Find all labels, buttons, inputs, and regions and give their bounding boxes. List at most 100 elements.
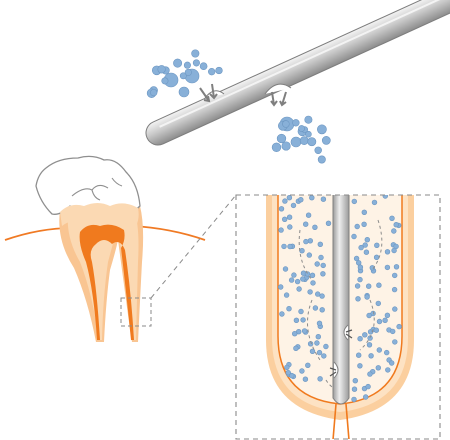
irrigant-particle	[362, 210, 367, 215]
zoom-line-top	[151, 195, 236, 298]
irrigant-particle	[278, 285, 283, 290]
irrigant-particle	[299, 309, 304, 314]
irrigant-particle	[287, 195, 292, 200]
irrigant-particle	[391, 229, 396, 234]
irrigant-particle	[374, 243, 379, 248]
irrigant-particle	[394, 264, 399, 269]
irrigant-particle	[173, 59, 181, 67]
irrigant-particle	[316, 334, 321, 339]
irrigant-particle	[283, 199, 288, 204]
irrigant-particle	[300, 137, 308, 145]
irrigant-particle	[282, 142, 291, 151]
irrigant-particle	[390, 329, 395, 334]
irrigant-particle	[362, 222, 367, 227]
irrigant-particle	[385, 368, 390, 373]
irrigant-particle	[306, 213, 311, 218]
irrigant-particle	[321, 263, 326, 268]
irrigant-particles-lower	[272, 116, 330, 163]
irrigant-particle	[317, 125, 326, 134]
irrigant-particle	[392, 307, 397, 312]
irrigant-particle	[321, 354, 326, 359]
irrigant-particle	[277, 134, 286, 143]
irrigant-particle	[313, 225, 318, 230]
irrigant-particle	[383, 318, 388, 323]
irrigant-particle	[292, 331, 297, 336]
irrigant-particle	[355, 224, 360, 229]
irrigant-particle	[304, 239, 309, 244]
irrigant-particle	[303, 222, 308, 227]
irrigant-particle	[300, 248, 305, 253]
irrigant-particle	[295, 279, 300, 284]
irrigant-particle	[321, 271, 326, 276]
irrigant-particle	[293, 119, 300, 126]
irrigant-particle	[376, 301, 381, 306]
irrigant-particle	[352, 234, 357, 239]
irrigant-particle	[326, 221, 331, 226]
irrigant-particle	[366, 384, 371, 389]
irrigant-particle	[287, 215, 292, 220]
irrigant-particle	[392, 340, 397, 345]
irrigant-particle	[392, 273, 397, 278]
irrigant-particle	[358, 277, 363, 282]
irrigant-particle	[365, 237, 370, 242]
irrigant-particle	[305, 272, 310, 277]
irrigant-particle	[279, 206, 284, 211]
irrigant-particle	[392, 287, 397, 292]
irrigant-particle	[294, 318, 299, 323]
irrigant-particle	[324, 344, 329, 349]
irrigant-particle	[377, 319, 382, 324]
irrigant-particle	[294, 346, 299, 351]
zoomed-canal-view	[236, 190, 440, 440]
irrigant-particle	[282, 217, 287, 222]
irrigant-particle	[315, 147, 322, 154]
irrigant-particle	[315, 262, 320, 267]
irrigant-particle	[305, 363, 310, 368]
irrigant-particle	[179, 87, 189, 97]
irrigant-particle	[319, 255, 324, 260]
irrigant-particle	[279, 228, 284, 233]
irrigant-particle	[358, 336, 363, 341]
irrigant-particle	[362, 332, 367, 337]
irrigant-particle	[308, 290, 313, 295]
irrigant-particle	[322, 136, 330, 144]
irrigant-particle	[315, 292, 320, 297]
irrigant-particle	[372, 200, 377, 205]
irrigant-particle	[308, 238, 313, 243]
irrigant-particle	[308, 138, 316, 146]
irrigant-particle	[389, 361, 394, 366]
irrigant-particle	[368, 372, 373, 377]
irrigant-particle	[377, 348, 382, 353]
irrigant-particle	[384, 350, 389, 355]
irrigant-particle	[283, 267, 288, 272]
irrigant-particle	[305, 116, 312, 123]
irrigant-particles-upper	[147, 50, 222, 98]
irrigant-particle	[385, 265, 390, 270]
irrigant-particle	[385, 313, 390, 318]
irrigant-particle	[367, 313, 372, 318]
irrigant-particle	[299, 125, 305, 131]
irrigant-particle	[374, 328, 379, 333]
irrigant-particle	[317, 350, 322, 355]
irrigant-particle	[162, 78, 168, 84]
irrigant-particle	[300, 369, 305, 374]
irrigant-particle	[366, 284, 371, 289]
irrigant-particle	[320, 307, 325, 312]
irrigant-particle	[397, 324, 402, 329]
irrigant-particle	[285, 365, 290, 370]
irrigant-particle	[376, 365, 381, 370]
irrigant-particle	[303, 377, 308, 382]
irrigant-particle	[280, 312, 285, 317]
irrigant-particle	[297, 287, 302, 292]
irrigant-particle	[300, 277, 305, 282]
irrigant-particle	[374, 255, 379, 260]
irrigant-particle	[385, 249, 390, 254]
irrigant-particle	[291, 203, 296, 208]
irrigant-particle	[321, 197, 326, 202]
irrigant-particle	[287, 306, 292, 311]
irrigant-particle	[192, 50, 199, 57]
irrigant-particle	[284, 293, 289, 298]
irrigant-particle	[354, 256, 359, 261]
irrigant-particle	[184, 62, 190, 68]
irrigant-particle	[292, 273, 297, 278]
irrigant-particle	[394, 244, 399, 249]
